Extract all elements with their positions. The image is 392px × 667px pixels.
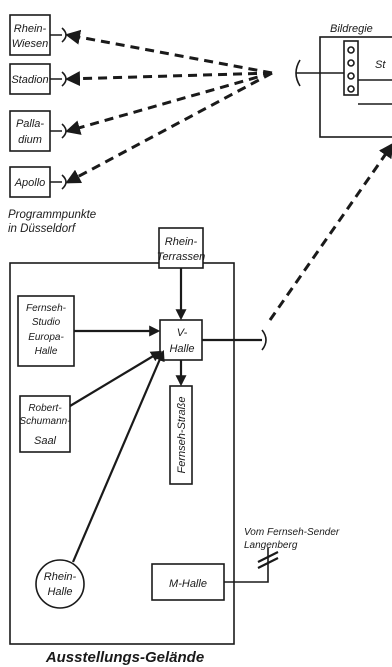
rhein-halle-line-1: Rhein- bbox=[44, 571, 77, 583]
studio-europahalle: Fernseh- Studio Europa- Halle bbox=[17, 295, 75, 367]
studio-line-2: Studio bbox=[32, 317, 61, 328]
bildregie-side-text: St bbox=[375, 59, 386, 71]
m-halle: M-Halle bbox=[151, 563, 225, 601]
v-halle-line-1: V- bbox=[177, 327, 188, 339]
program-caption-line-1: Programmpunkte bbox=[8, 209, 96, 221]
venue-apollo: Apollo bbox=[9, 166, 51, 198]
exhibition-area-frame bbox=[9, 262, 235, 645]
schumann-line-2: Schumann- bbox=[19, 416, 71, 427]
v-halle-line-2: Halle bbox=[169, 343, 194, 355]
dashed-radio-links bbox=[65, 29, 273, 184]
venue-stadion: Stadion bbox=[9, 63, 51, 95]
vhalle-antenna-icon bbox=[261, 329, 267, 351]
venue-palladium-line-1: Palla- bbox=[16, 118, 44, 130]
bildregie-label: Bildregie bbox=[330, 23, 373, 35]
studio-line-3: Europa- bbox=[28, 332, 64, 343]
program-caption-line-2: in Düsseldorf bbox=[8, 223, 77, 235]
schumann-line-1: Robert- bbox=[28, 403, 62, 414]
bildregie-receiver bbox=[295, 59, 344, 87]
venue-apollo-label: Apollo bbox=[14, 177, 46, 189]
rhein-halle: Rhein- Halle bbox=[35, 559, 85, 609]
venue-antennas bbox=[50, 27, 67, 190]
sender-link-mark bbox=[257, 551, 279, 569]
arrow-rheinhalle-to-vhalle bbox=[71, 349, 165, 563]
sender-caption-line-1: Vom Fernseh-Sender bbox=[244, 527, 340, 538]
venue-rheinwiesen: Rhein- Wiesen bbox=[9, 14, 51, 56]
m-halle-label: M-Halle bbox=[169, 578, 207, 590]
rhein-terrassen-line-1: Rhein- bbox=[165, 236, 198, 248]
venue-rheinwiesen-line-2: Wiesen bbox=[12, 38, 49, 50]
rhein-terrassen: Rhein- Terrassen bbox=[157, 227, 206, 269]
fernseh-strasse: Fernseh-Straße bbox=[169, 385, 193, 485]
venue-stadion-label: Stadion bbox=[11, 74, 48, 86]
dashed-link-to-bildregie bbox=[268, 142, 392, 321]
rhein-halle-line-2: Halle bbox=[47, 586, 72, 598]
arrow-schumann-to-vhalle bbox=[69, 350, 162, 407]
sender-caption-line-2: Langenberg bbox=[244, 540, 298, 551]
v-halle: V- Halle bbox=[159, 319, 203, 361]
schumann-line-3: Saal bbox=[34, 435, 57, 447]
bildregie: Bildregie St bbox=[319, 23, 392, 138]
diagram-title: Ausstellungs-Gelände bbox=[45, 649, 204, 666]
studio-line-1: Fernseh- bbox=[26, 303, 67, 314]
sender-link-line bbox=[224, 548, 269, 583]
fernseh-strasse-label: Fernseh-Straße bbox=[176, 396, 188, 473]
venue-rheinwiesen-line-1: Rhein- bbox=[14, 23, 47, 35]
venue-palladium-line-2: dium bbox=[18, 134, 42, 146]
schumann-saal: Robert- Schumann- Saal bbox=[19, 395, 71, 453]
studio-line-4: Halle bbox=[35, 346, 58, 357]
venue-palladium: Palla- dium bbox=[9, 110, 51, 152]
rhein-terrassen-line-2: Terrassen bbox=[157, 251, 206, 263]
